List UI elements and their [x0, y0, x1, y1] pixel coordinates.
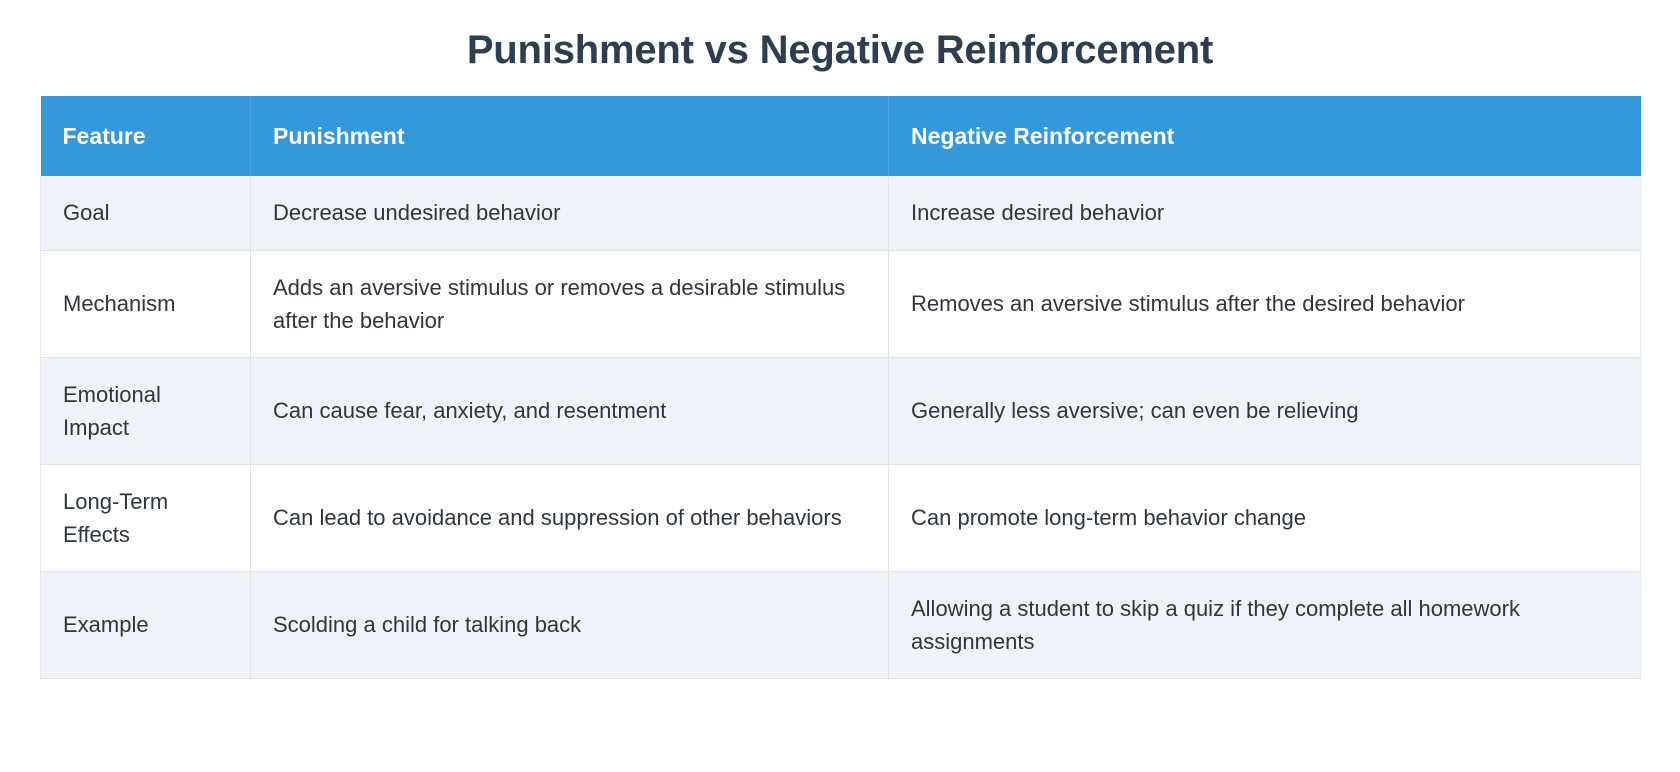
cell-negative-reinforcement: Generally less aversive; can even be rel… — [888, 357, 1641, 465]
table-row: Long-Term Effects Can lead to avoidance … — [40, 464, 1641, 572]
column-header-feature: Feature — [40, 96, 251, 176]
cell-punishment: Can lead to avoidance and suppression of… — [250, 464, 889, 572]
cell-feature: Mechanism — [40, 250, 251, 358]
cell-feature: Long-Term Effects — [40, 464, 251, 572]
table-row: Mechanism Adds an aversive stimulus or r… — [40, 250, 1641, 358]
column-header-negative-reinforcement: Negative Reinforcement — [888, 96, 1641, 176]
cell-negative-reinforcement: Removes an aversive stimulus after the d… — [888, 250, 1641, 358]
cell-punishment: Adds an aversive stimulus or removes a d… — [250, 250, 889, 358]
cell-feature: Goal — [40, 176, 251, 251]
cell-negative-reinforcement: Can promote long-term behavior change — [888, 464, 1641, 572]
page-title: Punishment vs Negative Reinforcement — [466, 28, 1214, 72]
table-row: Example Scolding a child for talking bac… — [40, 571, 1641, 679]
cell-feature: Emotional Impact — [40, 357, 251, 465]
table-body: Goal Decrease undesired behavior Increas… — [40, 176, 1641, 679]
table-row: Goal Decrease undesired behavior Increas… — [40, 176, 1641, 251]
table-header: Feature Punishment Negative Reinforcemen… — [40, 96, 1641, 176]
cell-punishment: Can cause fear, anxiety, and resentment — [250, 357, 889, 465]
column-header-punishment: Punishment — [250, 96, 889, 176]
comparison-table-container: Feature Punishment Negative Reinforcemen… — [40, 96, 1641, 679]
cell-negative-reinforcement: Allowing a student to skip a quiz if the… — [888, 571, 1641, 679]
cell-negative-reinforcement: Increase desired behavior — [888, 176, 1641, 251]
cell-feature: Example — [40, 571, 251, 679]
table-row: Emotional Impact Can cause fear, anxiety… — [40, 357, 1641, 465]
cell-punishment: Decrease undesired behavior — [250, 176, 889, 251]
comparison-table: Feature Punishment Negative Reinforcemen… — [40, 96, 1641, 679]
cell-punishment: Scolding a child for talking back — [250, 571, 889, 679]
table-header-row: Feature Punishment Negative Reinforcemen… — [40, 96, 1641, 176]
